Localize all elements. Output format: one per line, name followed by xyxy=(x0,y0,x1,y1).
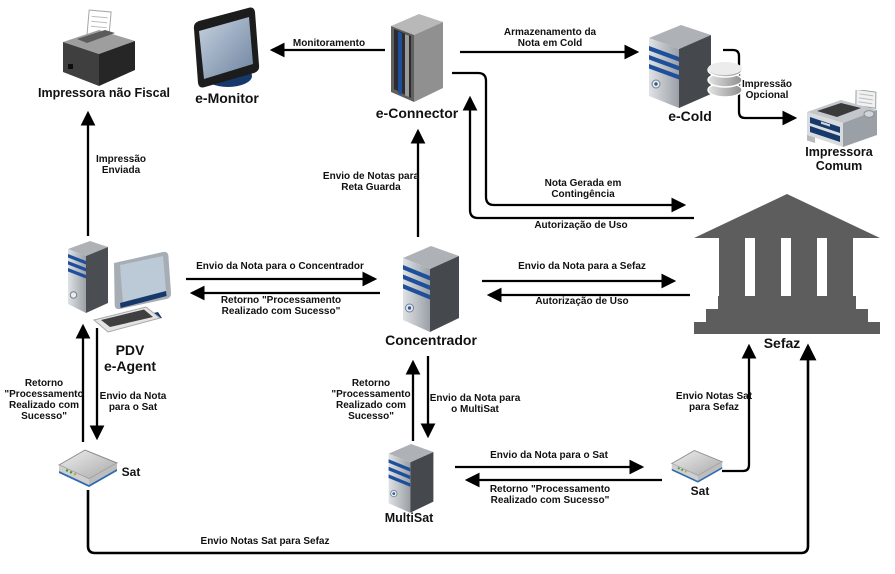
envio-notas-sat-sefaz-right-label: Envio Notas Sat para Sefaz xyxy=(675,391,753,413)
envio-nota-sat-left-label: Envio da Nota para o Sat xyxy=(99,391,167,413)
envio-nota-concentrador-label: Envio da Nota para o Concentrador xyxy=(196,261,364,272)
monitoramento-label: Monitoramento xyxy=(292,38,366,49)
retorno-processamento-sat-right-label: Retorno "Processamento Realizado com Suc… xyxy=(489,484,611,506)
impressao-enviada-label: Impressão Enviada xyxy=(95,154,147,176)
desktop-computer-icon xyxy=(60,233,178,341)
server-tower-icon xyxy=(383,6,449,106)
retorno-processamento-pdv-label: Retorno "Processamento Realizado com Suc… xyxy=(220,295,342,317)
envio-reta-guarda-label: Envio de Notas para Reta Guarda xyxy=(322,171,420,193)
government-building-icon xyxy=(692,192,882,334)
arrow-sat-left-sefaz xyxy=(86,343,817,555)
server-icon xyxy=(383,436,439,516)
sat-right-label: Sat xyxy=(690,484,710,498)
envio-notas-sat-sefaz-bottom-label: Envio Notas Sat para Sefaz xyxy=(200,536,330,547)
retorno-processamento-multisat-label: Retorno "Processamento Realizado com Suc… xyxy=(331,378,411,422)
arrow-sat-right-sefaz xyxy=(722,343,757,473)
receipt-printer-icon xyxy=(55,8,140,88)
sat-left-label: Sat xyxy=(121,465,141,479)
retorno-processamento-sat-left-label: Retorno "Processamento Realizado com Suc… xyxy=(4,378,84,422)
armazenamento-cold-label: Armazenamento da Nota em Cold xyxy=(503,27,597,49)
envio-nota-sefaz-label: Envio da Nota para a Sefaz xyxy=(518,261,646,272)
server-icon xyxy=(397,236,465,336)
sefaz-label: Sefaz xyxy=(763,335,801,351)
concentrador-label: Concentrador xyxy=(385,332,477,348)
sat-box-icon xyxy=(55,446,121,492)
impressora-nao-fiscal-label: Impressora não Fiscal xyxy=(37,86,171,100)
laser-printer-icon xyxy=(797,90,889,152)
server-database-icon xyxy=(643,18,747,110)
nota-contingencia-label: Nota Gerada em Contingência xyxy=(544,178,622,200)
multisat-label: MultiSat xyxy=(384,511,434,525)
sat-box-icon xyxy=(668,447,726,487)
envio-nota-sat-right-label: Envio da Nota para o Sat xyxy=(490,450,608,461)
envio-nota-multisat-label: Envio da Nota para o MultiSat xyxy=(429,393,521,415)
autorizacao-uso-label: Autorização de Uso xyxy=(535,296,629,307)
e-monitor-label: e-Monitor xyxy=(195,90,259,106)
impressora-comum-label: Impressora Comum xyxy=(805,145,873,173)
e-connector-label: e-Connector xyxy=(375,105,459,121)
arrow-autorizacao-uso-sup xyxy=(462,95,694,220)
pdv-e-agent-label: PDV e-Agent xyxy=(103,342,157,374)
monitor-icon xyxy=(188,3,266,95)
autorizacao-uso-sup-label: Autorização de Uso xyxy=(534,220,628,231)
impressao-opcional-label: Impressão Opcional xyxy=(741,79,793,101)
e-cold-label: e-Cold xyxy=(668,108,712,124)
arrow-nota-contingencia xyxy=(452,71,687,213)
